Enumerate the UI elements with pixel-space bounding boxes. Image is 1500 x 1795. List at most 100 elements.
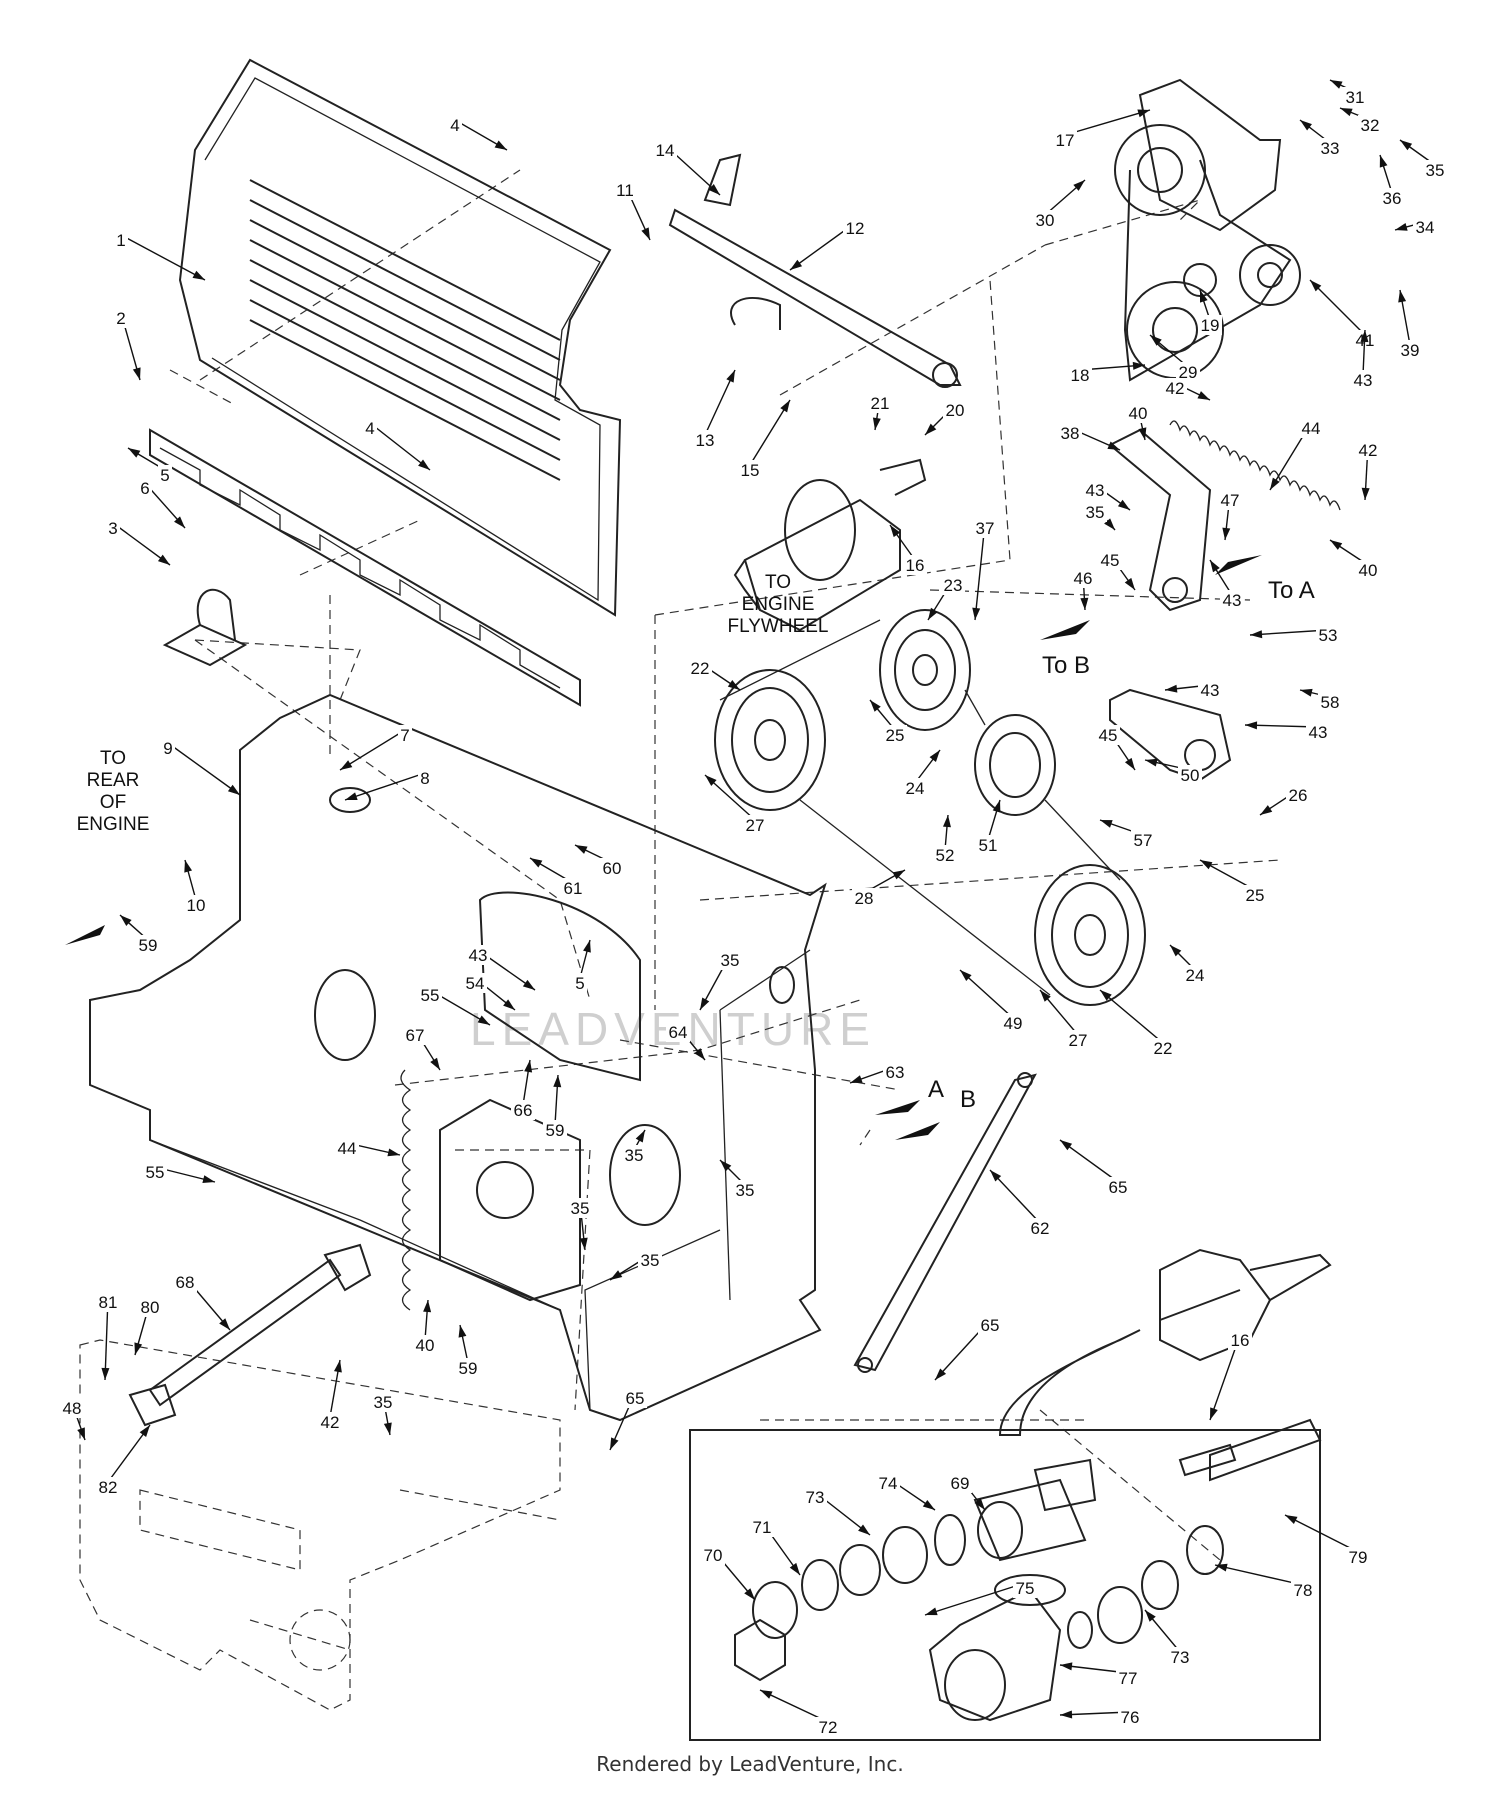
callout-arrowhead [227, 784, 240, 795]
callout-backdrop [114, 308, 128, 328]
callout-arrowhead [960, 970, 972, 982]
callout-backdrop [1318, 692, 1342, 712]
callout-43: 43 [1083, 480, 1131, 511]
callout-backdrop [463, 973, 487, 993]
callout-arrowhead [922, 1499, 935, 1510]
callout-backdrop [883, 1062, 907, 1082]
callout-10: 10 [184, 859, 208, 915]
callout-backdrop [1071, 568, 1095, 588]
callout-39: 39 [1398, 289, 1422, 360]
callout-43: 43 [1164, 680, 1222, 700]
callout-arrowhead [1285, 1515, 1298, 1524]
callout-53: 53 [1249, 625, 1340, 645]
callout-3: 3 [106, 518, 171, 566]
callout-number: 45 [1101, 551, 1120, 570]
callout-number: 6 [140, 479, 149, 498]
callout-51: 51 [976, 799, 1001, 855]
callout-backdrop [1218, 490, 1242, 510]
callout-backdrop [653, 140, 677, 160]
callout-arrowhead [1270, 477, 1280, 490]
callout-number: 75 [1016, 1579, 1035, 1598]
alignment-lines [169, 169, 1281, 1561]
callout-5: 5 [573, 939, 591, 993]
callout-42: 42 [318, 1359, 342, 1432]
callout-leader [1099, 989, 1164, 1044]
callout-arrowhead [992, 800, 1001, 813]
callout-number: 81 [99, 1293, 118, 1312]
callout-arrowhead [610, 1437, 619, 1450]
callout-backdrop [943, 400, 967, 420]
callout-number: 35 [736, 1181, 755, 1200]
footer-credit: Rendered by LeadVenture, Inc. [596, 1752, 904, 1776]
callout-backdrop [1220, 590, 1244, 610]
callout-backdrop [1178, 765, 1202, 785]
pto-spindle [733, 458, 927, 632]
callout-arrowhead [530, 858, 543, 868]
callout-backdrop [398, 725, 412, 745]
callout-65: 65 [934, 1315, 1002, 1381]
callout-arrowhead [128, 448, 141, 458]
callout-number: 50 [1181, 766, 1200, 785]
tension-spring-upper [1169, 420, 1341, 511]
callout-arrowhead [726, 370, 735, 383]
callout-47: 47 [1218, 490, 1242, 541]
hinge-strip [149, 428, 581, 707]
callout-50: 50 [1144, 758, 1202, 785]
callout-backdrop [843, 218, 867, 238]
callout-arrowhead [1060, 1662, 1073, 1671]
callout-number: 43 [1223, 591, 1242, 610]
callout-58: 58 [1299, 688, 1342, 712]
spindle-detail-inset [689, 1248, 1332, 1741]
callout-number: 59 [546, 1121, 565, 1140]
callout-arrowhead [641, 227, 650, 240]
callout-arrowhead [892, 870, 905, 880]
callout-74: 74 [876, 1473, 936, 1511]
callout-16: 16 [889, 524, 927, 575]
callout-27: 27 [1039, 989, 1090, 1050]
callout-45: 45 [1096, 725, 1136, 771]
callout-backdrop [1106, 1177, 1130, 1197]
callout-arrowhead [1150, 335, 1162, 346]
callout-backdrop [903, 555, 927, 575]
callout-number: 43 [1309, 723, 1328, 742]
note-rear-line-1: TO [100, 748, 126, 769]
callout-60: 60 [574, 844, 624, 878]
callout-arrowhead [780, 400, 790, 413]
callout-arrowhead [1245, 721, 1258, 730]
note-to-a: To A [1268, 577, 1315, 604]
callout-backdrop [693, 430, 717, 450]
callout-number: 80 [141, 1298, 160, 1317]
callout-20: 20 [924, 400, 967, 436]
callout-arrowhead [1210, 1407, 1218, 1420]
callout-7: 7 [339, 725, 412, 771]
callout-arrowhead [503, 999, 515, 1010]
callout-backdrop [738, 460, 762, 480]
callout-number: 18 [1071, 366, 1090, 385]
callout-arrowhead [1360, 330, 1369, 343]
callout-38: 38 [1058, 423, 1121, 451]
callout-backdrop [1098, 550, 1122, 570]
callout-number: 8 [420, 769, 429, 788]
callout-number: 23 [944, 576, 963, 595]
callout-backdrop [1198, 680, 1222, 700]
callout-leader [1244, 724, 1319, 728]
callout-leader [989, 1169, 1041, 1224]
callout-number: 33 [1321, 139, 1340, 158]
callout-number: 64 [669, 1023, 688, 1042]
callout-backdrop [733, 1180, 757, 1200]
callout-arrowhead [579, 1237, 588, 1250]
callout-backdrop [96, 1477, 120, 1497]
callout-number: 52 [936, 846, 955, 865]
callout-arrowhead [700, 997, 710, 1010]
callout-number: 1 [116, 231, 125, 250]
callout-49: 49 [959, 969, 1025, 1033]
callout-arrowhead [1300, 120, 1312, 131]
callout-arrowhead [850, 1075, 863, 1083]
callout-arrowhead [1300, 688, 1313, 697]
callout-number: 25 [1246, 886, 1265, 905]
callout-number: 40 [416, 1336, 435, 1355]
callout-number: 55 [421, 986, 440, 1005]
callout-arrowhead [1145, 1610, 1156, 1622]
callout-number: 61 [564, 879, 583, 898]
